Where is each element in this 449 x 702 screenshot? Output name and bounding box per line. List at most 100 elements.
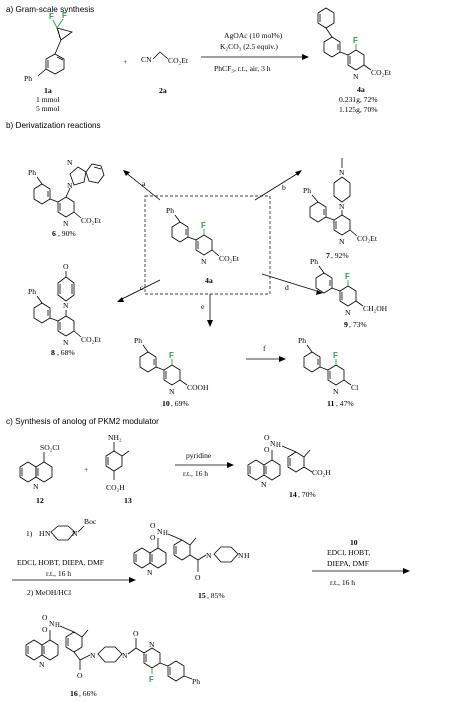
svg-text:N: N — [238, 551, 244, 560]
svg-text:f: f — [263, 344, 266, 353]
svg-text:r.t., 16 h: r.t., 16 h — [330, 578, 355, 587]
svg-text:O: O — [42, 613, 48, 622]
svg-text:+: + — [123, 57, 127, 66]
svg-text:F: F — [49, 12, 54, 21]
svg-text:d: d — [285, 283, 289, 292]
svg-text:N: N — [169, 387, 175, 396]
svg-text:N: N — [90, 651, 96, 660]
svg-text:, 68%: , 68% — [57, 348, 75, 357]
svg-text:N: N — [206, 551, 212, 560]
svg-text:, 47%: , 47% — [336, 399, 354, 408]
svg-text:N: N — [39, 660, 45, 669]
svg-text:DIEPA, DMF: DIEPA, DMF — [327, 559, 369, 568]
svg-text:CO₂H: CO₂H — [312, 468, 331, 477]
svg-text:O: O — [264, 445, 270, 454]
svg-text:Ph: Ph — [298, 336, 306, 345]
svg-text:N: N — [45, 529, 51, 538]
svg-text:EDCl, HOBT,: EDCl, HOBT, — [327, 548, 370, 557]
svg-text:N: N — [63, 338, 69, 347]
svg-text:CO₂Et: CO₂Et — [357, 234, 378, 243]
svg-text:Ph: Ph — [134, 336, 142, 345]
svg-text:, 73%: , 73% — [349, 320, 367, 329]
svg-text:N: N — [270, 439, 276, 448]
boc-piperazine-structure: 1) H N N Boc — [26, 517, 97, 541]
label-7: 7 — [326, 251, 330, 260]
svg-text:N: N — [147, 568, 153, 577]
svg-text:O: O — [63, 262, 69, 271]
svg-text:F: F — [201, 221, 206, 230]
svg-text:N: N — [63, 301, 69, 310]
arrow-d-to-9: d — [261, 273, 323, 295]
svg-text:Ph: Ph — [28, 287, 36, 296]
compound-8-structure: Ph N CO₂Et N O — [28, 262, 102, 347]
svg-text:F: F — [345, 272, 350, 281]
label-4a-center: 4a — [205, 276, 213, 285]
arrow-a-to-6: a — [123, 170, 161, 201]
svg-text:Boc: Boc — [84, 517, 97, 526]
svg-text:, 85%: , 85% — [207, 591, 225, 600]
svg-text:pyridine: pyridine — [186, 451, 212, 460]
svg-text:1 mmol: 1 mmol — [36, 95, 59, 104]
svg-text:, 66%: , 66% — [79, 689, 97, 698]
svg-text:1.125g, 70%: 1.125g, 70% — [339, 105, 378, 114]
compound-12-structure: SO₂Cl N — [19, 443, 60, 491]
svg-text:N: N — [157, 527, 163, 536]
svg-text:O: O — [195, 573, 201, 582]
svg-text:K₂CO₃ (2.5 equiv.): K₂CO₃ (2.5 equiv.) — [220, 42, 278, 51]
section-c-title: c) Synthesis of anolog of PKM2 modulator — [6, 417, 159, 426]
compound-4a-product-structure: F N CO₂Et — [317, 7, 392, 81]
svg-text:F: F — [149, 675, 154, 684]
svg-text:F: F — [169, 351, 174, 360]
svg-text:2) MeOH/HCl: 2) MeOH/HCl — [27, 588, 71, 597]
label-4a-product: 4a — [357, 85, 365, 94]
arrow-e-to-10: e — [201, 294, 213, 327]
svg-text:, 92%: , 92% — [331, 251, 349, 260]
arrow-b-to-7: b — [254, 170, 302, 201]
compound-7-structure: Ph N CO₂Et N N — [303, 158, 378, 246]
svg-text:N: N — [333, 387, 339, 396]
svg-text:N: N — [339, 237, 345, 246]
svg-text:c: c — [140, 283, 144, 292]
label-14: 14 — [289, 490, 297, 499]
compound-10-structure: Ph F N COOH — [134, 336, 209, 396]
svg-text:NH₂: NH₂ — [108, 433, 122, 442]
arrow-f-10-to-11: f — [246, 344, 286, 362]
svg-text:N: N — [339, 168, 345, 177]
compound-6-structure: Ph N CO₂Et N N — [28, 158, 105, 228]
svg-text:, 69%: , 69% — [171, 399, 189, 408]
svg-text:Cl: Cl — [351, 383, 358, 392]
compound-16-structure: O O N H N O N N O N F Ph — [25, 613, 200, 686]
arrow-c-to-8: c — [117, 279, 161, 302]
svg-text:, 70%: , 70% — [298, 490, 316, 499]
compound-14-structure: O O N H N CO₂H — [247, 433, 331, 489]
svg-text:N: N — [353, 72, 359, 81]
svg-text:N: N — [72, 529, 78, 538]
svg-text:N: N — [63, 219, 69, 228]
svg-text:F: F — [353, 36, 358, 45]
label-6: 6 — [52, 229, 56, 238]
label-10: 10 — [162, 399, 170, 408]
svg-text:N: N — [33, 482, 39, 491]
svg-text:O: O — [133, 629, 139, 638]
svg-text:CO₂Et: CO₂Et — [81, 335, 102, 344]
svg-text:Ph: Ph — [310, 257, 318, 266]
svg-text:CO₂Et: CO₂Et — [371, 68, 392, 77]
svg-text:N: N — [49, 619, 55, 628]
label-1a: 1a — [44, 86, 52, 95]
label-13: 13 — [124, 496, 132, 505]
svg-text:H: H — [276, 442, 281, 449]
dashed-box-4a — [144, 195, 271, 295]
svg-text:SO₂Cl: SO₂Cl — [40, 443, 60, 452]
svg-text:10: 10 — [350, 538, 358, 547]
compound-13-structure: NH₂ CO₂H — [105, 433, 130, 492]
svg-text:CN: CN — [141, 55, 152, 64]
compound-2a-structure: CN CO₂Et — [141, 51, 189, 65]
svg-text:Ph: Ph — [166, 206, 174, 215]
svg-text:F: F — [333, 351, 338, 360]
compound-1a-structure: F F Ph — [24, 11, 73, 83]
svg-text:r.t., 16 h: r.t., 16 h — [183, 469, 208, 478]
svg-text:H: H — [55, 622, 60, 629]
label-8: 8 — [51, 348, 55, 357]
svg-text:F: F — [62, 11, 67, 20]
